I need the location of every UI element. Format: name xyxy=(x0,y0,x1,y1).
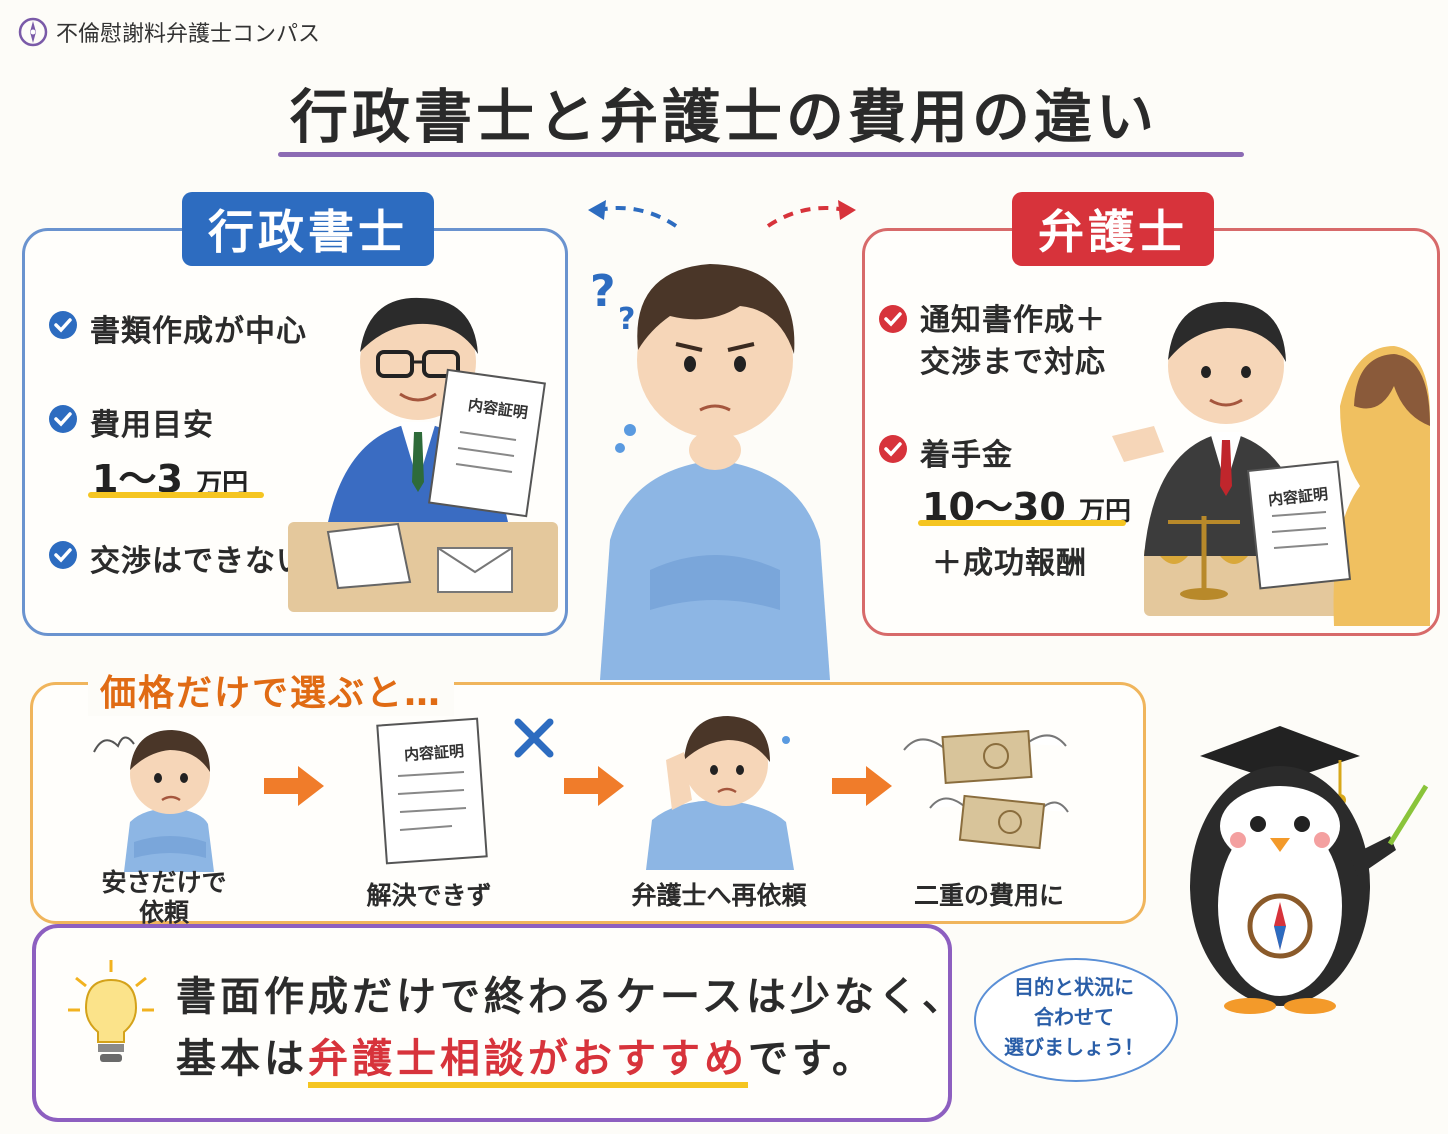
check-icon xyxy=(49,311,77,339)
mascot-speech-line-3: 選びましょう！ xyxy=(1004,1035,1144,1059)
flow-step-1-line2: 依頼 xyxy=(138,898,189,927)
highlight-underline xyxy=(918,520,1126,526)
lightbulb-icon xyxy=(68,960,154,1062)
gyosei-item-3: 交渉はできない xyxy=(90,544,307,579)
gyosei-tag: 行政書士 xyxy=(182,192,434,266)
check-icon xyxy=(49,405,77,433)
gyosei-item-2: 費用目安 xyxy=(90,408,214,443)
flow-step-1-label: 安さだけで 依頼 xyxy=(84,868,244,928)
mascot-speech-line-1: 目的と状況に xyxy=(1014,975,1134,999)
message-line-2-post: です。 xyxy=(748,1036,876,1082)
scrivener-illustration xyxy=(288,297,558,612)
bengoshi-item-1-line1: 通知書作成＋ xyxy=(920,303,1106,338)
message-emphasis: 弁護士相談がおすすめ xyxy=(308,1036,748,1088)
flow-title: 価格だけで選ぶと… xyxy=(88,664,455,716)
bengoshi-item-2: 着手金 xyxy=(920,438,1013,473)
document-illustration xyxy=(376,717,488,865)
flow-step-4-label: 二重の費用に xyxy=(913,881,1064,910)
brand: 不倫慰謝料弁護士コンパス xyxy=(18,16,320,48)
mascot-speech-line-2: 合わせて xyxy=(1034,1005,1114,1029)
bengoshi-item-1-line2: 交渉まで対応 xyxy=(920,345,1106,380)
lawyer-illustration xyxy=(1112,301,1430,626)
arrow-right-icon xyxy=(564,766,624,806)
arrow-right-dashed-icon xyxy=(766,200,856,228)
flow-step-1-line1: 安さだけで xyxy=(101,868,227,897)
message-panel xyxy=(32,924,952,1122)
re-request-man-illustration xyxy=(646,716,794,870)
flow-step-2-label: 解決できず xyxy=(366,881,492,910)
speech-bubble xyxy=(974,958,1178,1082)
gyosei-item-1: 書類作成が中心 xyxy=(90,314,307,349)
message-line-2: 基本は弁護士相談がおすすめです。 xyxy=(176,1028,966,1090)
brand-name: 不倫慰謝料弁護士コンパス xyxy=(56,22,321,47)
mascot-speech: 目的と状況に 合わせて 選びましょう！ xyxy=(974,972,1174,1062)
bengoshi-item-1: 通知書作成＋ 交渉まで対応 xyxy=(920,300,1106,384)
worried-man-illustration xyxy=(600,264,830,680)
question-mark-icon: ? xyxy=(590,266,616,317)
compass-logo-icon xyxy=(18,17,48,47)
flow-document-label: 内容証明 xyxy=(403,741,465,765)
bengoshi-tag: 弁護士 xyxy=(1012,192,1214,266)
arrow-right-icon xyxy=(264,766,324,806)
check-icon xyxy=(879,435,907,463)
flow-step-3-label: 弁護士へ再依頼 xyxy=(631,881,807,910)
check-icon xyxy=(49,541,77,569)
penguin-mascot-illustration xyxy=(1190,726,1429,1014)
arrow-right-icon xyxy=(832,766,892,806)
flying-money-illustration xyxy=(903,729,1069,850)
message-text: 書面作成だけで終わるケースは少なく、 基本は弁護士相談がおすすめです。 xyxy=(176,966,966,1090)
bengoshi-extra: ＋成功報酬 xyxy=(932,546,1087,581)
highlight-underline xyxy=(88,492,264,498)
message-line-2-pre: 基本は xyxy=(176,1036,308,1082)
check-icon xyxy=(879,305,907,333)
arrow-left-dashed-icon xyxy=(588,200,678,228)
message-line-1: 書面作成だけで終わるケースは少なく、 xyxy=(176,974,966,1020)
title-underline xyxy=(278,152,1244,157)
cheap-request-man-illustration xyxy=(93,730,214,872)
page-title: 行政書士と弁護士の費用の違い xyxy=(289,83,1158,151)
cross-icon xyxy=(514,718,554,758)
question-mark-icon: ? xyxy=(618,302,636,337)
